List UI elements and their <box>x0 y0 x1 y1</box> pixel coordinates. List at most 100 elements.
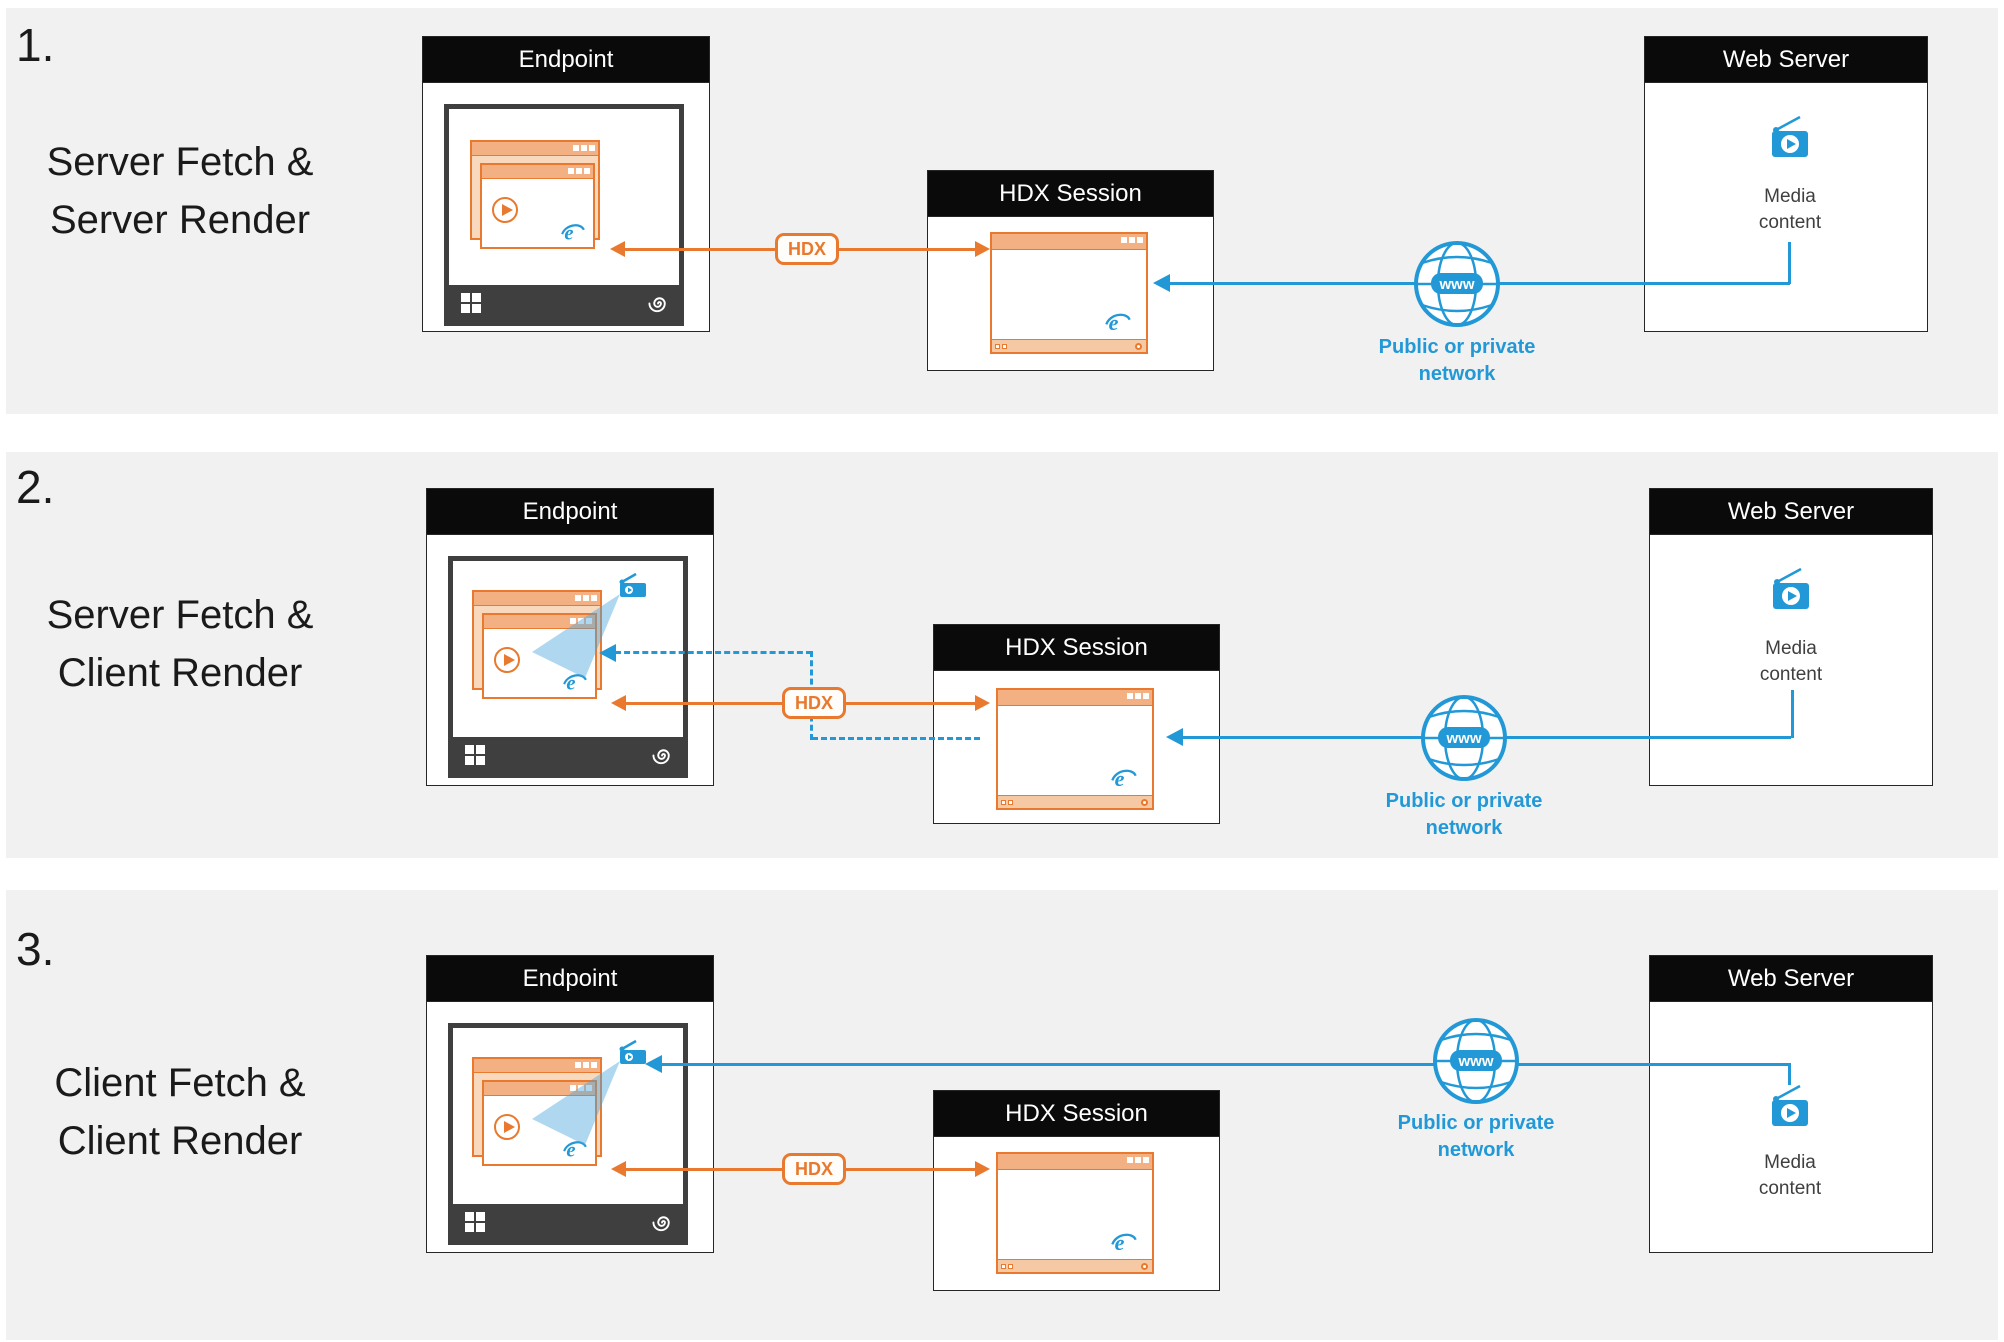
row3-number: 3. <box>16 923 55 975</box>
svg-text:www: www <box>1457 1053 1493 1070</box>
network-label: Public or private network <box>1397 1112 1555 1161</box>
mini-windows-icon <box>995 344 1007 349</box>
row1-title: Server Fetch & Server Render <box>20 133 340 249</box>
svg-text:www: www <box>1445 730 1481 747</box>
browser-window-front: e <box>482 613 597 699</box>
media-content-label: Media content <box>1758 1152 1822 1199</box>
browser-window-front: e <box>482 1080 597 1166</box>
browser-e-icon: e <box>561 223 585 245</box>
web-server-header: Web Server <box>1650 956 1932 1002</box>
endpoint-header: Endpoint <box>427 489 713 535</box>
orange-arrowhead-left <box>610 241 625 257</box>
orange-arrowhead-left <box>611 1161 626 1177</box>
www-globe-icon: www <box>1433 1018 1519 1104</box>
orange-arrowhead-right <box>975 1161 990 1177</box>
window-titlebar <box>998 1154 1152 1170</box>
window-titlebar <box>992 234 1146 250</box>
row1-title-line1: Server Fetch & <box>46 140 314 184</box>
receiver-spiral-icon <box>652 1216 670 1232</box>
web-server-header: Web Server <box>1650 489 1932 535</box>
svg-text:www: www <box>1438 276 1474 293</box>
window-controls-icon <box>573 145 595 151</box>
media-content-label: Media content <box>1759 638 1823 685</box>
mini-receiver-icon <box>1135 343 1142 350</box>
network-label: Public or private network <box>1378 336 1536 385</box>
window-titlebar <box>484 1082 595 1096</box>
mini-taskbar <box>998 1259 1152 1272</box>
media-content-label: Media content <box>1758 186 1822 233</box>
hdx-browser-window: e <box>990 232 1148 354</box>
browser-e-icon: e <box>563 673 587 695</box>
hdx-browser-window: e <box>996 1152 1154 1274</box>
orange-arrowhead-right <box>975 241 990 257</box>
window-titlebar <box>474 592 600 606</box>
hdx-line-right <box>846 702 975 705</box>
hdx-line-left <box>625 702 782 705</box>
camera-icon <box>619 1039 646 1064</box>
hdx-line-left <box>625 1168 782 1171</box>
endpoint-taskbar <box>453 1204 683 1240</box>
row2-title: Server Fetch & Client Render <box>20 586 340 702</box>
browser-window-front: e <box>480 163 595 249</box>
window-controls-icon <box>1121 237 1143 243</box>
hdx-browser-window: e <box>996 688 1154 810</box>
render-dashed-line <box>615 651 812 654</box>
hdx-session-header: HDX Session <box>934 1091 1219 1137</box>
mini-receiver-icon <box>1141 1263 1148 1270</box>
mini-taskbar <box>998 795 1152 808</box>
row3-title: Client Fetch & Client Render <box>20 1054 340 1170</box>
window-controls-icon <box>1127 1157 1149 1163</box>
windows-logo-icon <box>461 293 481 313</box>
endpoint-taskbar <box>449 285 679 321</box>
receiver-spiral-icon <box>648 297 666 313</box>
web-server-header: Web Server <box>1645 37 1927 83</box>
browser-e-icon: e <box>1105 310 1131 335</box>
media-feed-line <box>1788 242 1791 284</box>
row1-title-line2: Server Render <box>49 198 311 242</box>
render-dashed-line <box>812 737 980 740</box>
svg-text:e: e <box>1109 310 1119 335</box>
www-globe-icon: www <box>1421 695 1507 781</box>
hdx-line-left <box>624 248 775 251</box>
blue-arrowhead-left <box>1153 274 1170 292</box>
window-titlebar <box>472 142 598 156</box>
media-icon <box>1772 1084 1808 1126</box>
media-icon <box>1772 115 1808 157</box>
row2-title-line2: Client Render <box>57 651 303 695</box>
windows-logo-icon <box>465 745 485 765</box>
play-icon <box>494 647 520 673</box>
window-titlebar <box>474 1059 600 1073</box>
windows-logo-icon <box>465 1212 485 1232</box>
orange-arrowhead-left <box>611 695 626 711</box>
svg-text:e: e <box>1115 766 1125 791</box>
window-controls-icon <box>575 595 597 601</box>
row1-number: 1. <box>16 19 55 71</box>
endpoint-taskbar <box>453 737 683 773</box>
row2-title-line1: Server Fetch & <box>46 593 314 637</box>
row3-title-line2: Client Render <box>57 1119 303 1163</box>
play-icon <box>494 1114 520 1140</box>
blue-arrowhead-left <box>599 644 616 662</box>
window-controls-icon <box>570 1085 592 1091</box>
svg-text:e: e <box>566 1140 575 1162</box>
blue-arrowhead-left <box>1166 728 1183 746</box>
camera-icon <box>619 572 646 597</box>
projection-beam <box>532 1061 620 1145</box>
receiver-spiral-icon <box>652 749 670 765</box>
endpoint-header: Endpoint <box>427 956 713 1002</box>
window-controls-icon <box>1127 693 1149 699</box>
mini-receiver-icon <box>1141 799 1148 806</box>
media-feed-line <box>1788 1063 1791 1085</box>
orange-arrowhead-right <box>975 695 990 711</box>
hdx-session-header: HDX Session <box>928 171 1213 217</box>
hdx-line-right <box>846 1168 975 1171</box>
window-controls-icon <box>575 1062 597 1068</box>
browser-e-icon: e <box>1111 1230 1137 1255</box>
endpoint-header: Endpoint <box>423 37 709 83</box>
browser-e-icon: e <box>1111 766 1137 791</box>
window-titlebar <box>998 690 1152 706</box>
www-globe-icon: www <box>1414 241 1500 327</box>
mini-taskbar <box>992 339 1146 352</box>
hdx-session-header: HDX Session <box>934 625 1219 671</box>
window-controls-icon <box>568 168 590 174</box>
